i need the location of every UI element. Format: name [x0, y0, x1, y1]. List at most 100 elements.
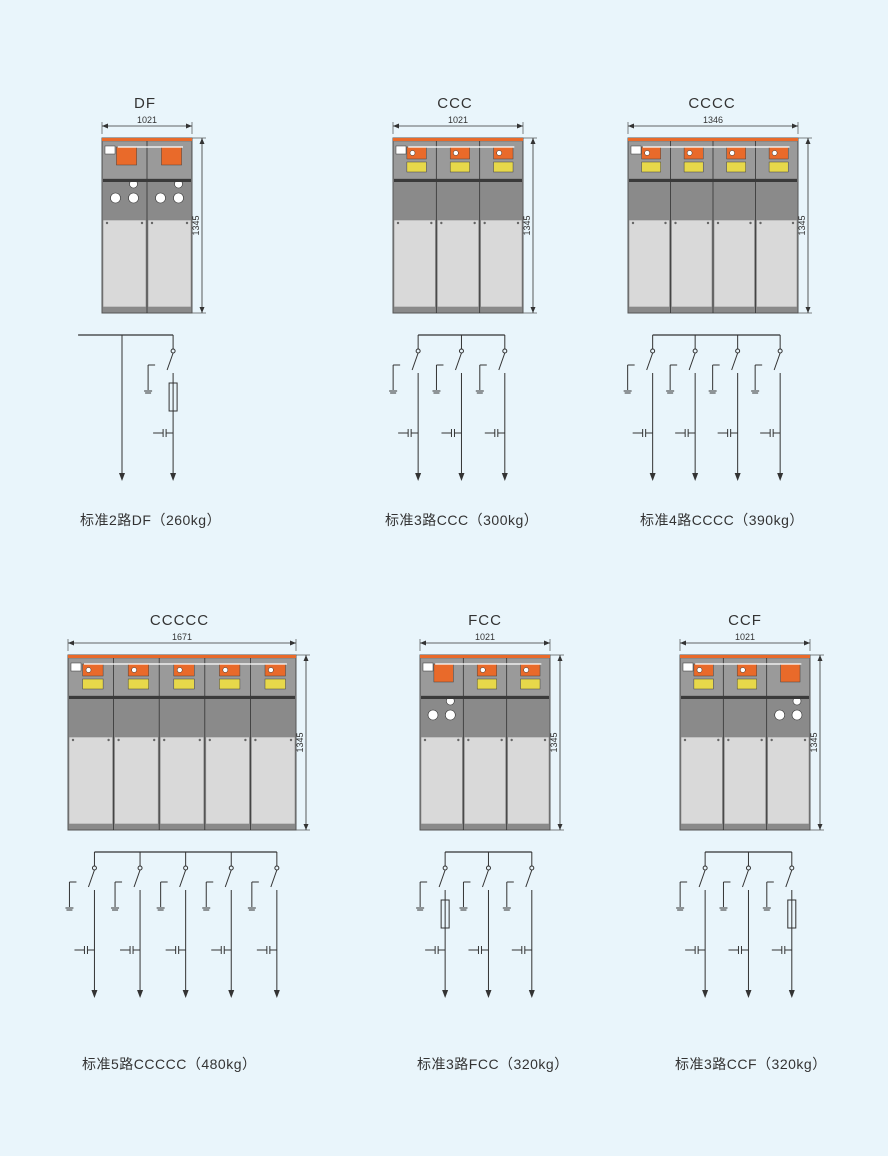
lower-door — [724, 736, 766, 825]
lower-door — [420, 736, 463, 825]
mechanism-orange — [161, 146, 182, 166]
dim-arrow — [199, 307, 205, 313]
mechanism-orange — [173, 663, 195, 677]
switch-blade — [481, 869, 489, 888]
mechanism-yellow — [264, 678, 286, 690]
feeder-arrow — [777, 473, 784, 481]
unit-caption: 标准5路CCCCC（480kg） — [82, 1056, 257, 1072]
width-label: 1021 — [475, 632, 495, 642]
switch-blade — [731, 352, 739, 371]
mechanism-yellow — [693, 678, 714, 690]
mechanism-yellow — [493, 161, 514, 173]
dim-arrow — [420, 640, 426, 646]
lower-door — [756, 219, 798, 308]
indicator — [496, 150, 502, 156]
door-bolt — [716, 221, 720, 225]
mechanism-orange — [116, 146, 137, 166]
unit-title: CCCC — [688, 95, 736, 112]
indicator — [176, 667, 183, 673]
dim-arrow — [557, 655, 563, 661]
height-label: 1345 — [809, 732, 819, 752]
contact — [274, 865, 280, 871]
door-bolt — [71, 738, 75, 742]
logo-icon — [422, 662, 434, 672]
switch-blade — [270, 869, 278, 888]
lower-door — [680, 736, 723, 825]
cabinet-top-strip — [420, 655, 550, 658]
door-bolt — [163, 738, 166, 742]
door-bolt — [105, 221, 109, 225]
switch-blade — [87, 869, 95, 888]
dim-arrow — [530, 138, 536, 144]
dim-arrow — [303, 655, 309, 661]
contact — [789, 865, 795, 871]
door-bolt — [117, 738, 120, 742]
cabinet-top-strip — [680, 655, 810, 658]
dim-arrow — [102, 123, 108, 129]
door-bolt — [457, 738, 460, 742]
control-band — [394, 179, 522, 182]
door-bolt — [510, 738, 513, 742]
mechanism-yellow — [736, 678, 757, 690]
switch-blade — [498, 352, 506, 371]
dim-arrow — [817, 824, 823, 830]
feeder-arrow — [442, 990, 449, 998]
switch-blade — [741, 869, 749, 888]
unit-title: CCF — [728, 612, 762, 629]
dim-arrow — [628, 123, 634, 129]
door-bolt — [208, 738, 211, 742]
unit-title: CCC — [437, 95, 473, 112]
feeder-arrow — [458, 473, 465, 481]
contact — [485, 865, 491, 871]
feeder-arrow — [734, 473, 741, 481]
mechanism-orange — [264, 663, 286, 677]
contact — [442, 865, 448, 871]
width-label: 1671 — [172, 632, 192, 642]
height-label: 1345 — [797, 215, 807, 235]
cabinet-top-strip — [68, 655, 296, 658]
unit-title: DF — [134, 95, 156, 112]
indicator — [523, 667, 529, 673]
indicator — [268, 667, 274, 673]
feeder-arrow — [692, 473, 699, 481]
lower-door — [159, 736, 205, 825]
mechanism-yellow — [641, 161, 661, 173]
contact — [170, 348, 176, 354]
door-bolt — [483, 221, 486, 225]
dim-arrow — [557, 824, 563, 830]
switch-blade — [224, 869, 232, 888]
lower-door — [507, 736, 550, 825]
door-bolt — [803, 738, 807, 742]
dim-arrow — [805, 307, 811, 313]
mechanism-yellow — [683, 161, 704, 173]
fuse-knob — [173, 192, 184, 204]
door-bolt — [631, 221, 635, 225]
dim-arrow — [393, 123, 399, 129]
contact — [777, 348, 783, 354]
mechanism-yellow — [173, 678, 195, 690]
feeder-arrow — [415, 473, 422, 481]
dim-arrow — [544, 640, 550, 646]
fuse-knob — [427, 709, 439, 721]
unit-title: FCC — [468, 612, 502, 629]
cabinet-top-strip — [393, 138, 523, 141]
fuse-knob — [110, 192, 121, 204]
control-band — [629, 179, 797, 182]
height-label: 1345 — [522, 215, 532, 235]
mechanism-yellow — [127, 678, 149, 690]
indicator — [480, 667, 486, 673]
unit-title: CCCCC — [149, 612, 210, 629]
indicator — [644, 150, 650, 156]
unit-caption: 标准3路CCF（320kg） — [675, 1056, 827, 1072]
door-bolt — [791, 221, 795, 225]
mechanism-yellow — [449, 161, 470, 173]
indicator — [771, 150, 778, 156]
control-band — [103, 179, 191, 182]
door-bolt — [717, 738, 720, 742]
contact — [745, 865, 751, 871]
switch-blade — [525, 869, 533, 888]
